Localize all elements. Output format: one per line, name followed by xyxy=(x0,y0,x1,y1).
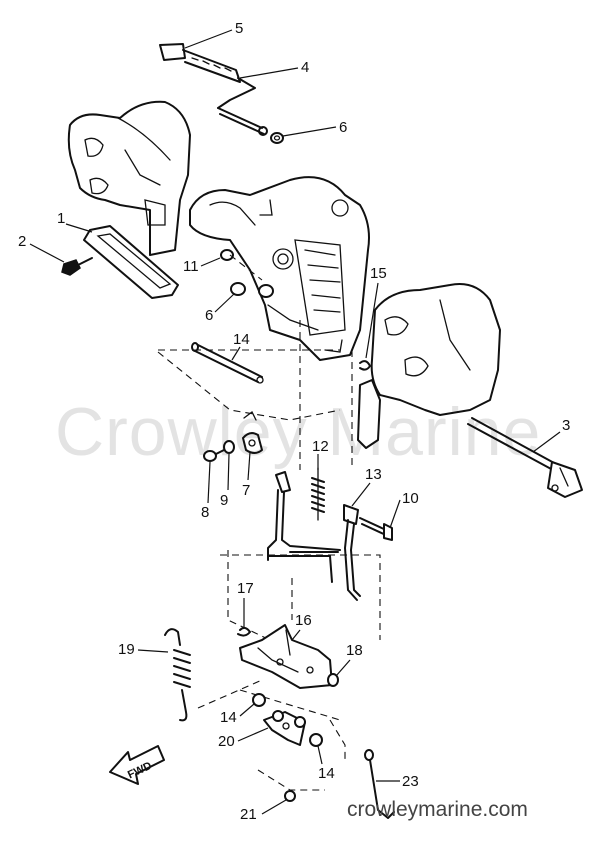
callout-1: 1 xyxy=(57,210,65,227)
callout-14-right-label: 14 xyxy=(318,765,335,782)
right-clamp-bracket xyxy=(357,283,501,449)
clip-16 xyxy=(359,360,371,371)
washer-9 xyxy=(223,440,235,454)
footer-site: crowleymarine.com xyxy=(347,798,528,821)
callout-6-middle: 6 xyxy=(205,307,213,324)
bushing-14-right xyxy=(309,733,323,747)
bolt-10 xyxy=(359,517,393,541)
callout-labels: 5 4 6 1 2 11 6 15 14 3 12 13 10 7 9 8 17 xyxy=(18,20,570,823)
callout-13: 13 xyxy=(365,466,382,483)
shift-bracket-17 xyxy=(239,624,333,689)
tilt-rod-3 xyxy=(467,417,583,498)
callout-15: 14 xyxy=(233,331,250,348)
bushing-11 xyxy=(220,249,234,261)
callout-11: 11 xyxy=(183,258,199,275)
bolt-2 xyxy=(61,257,93,276)
tilt-pin-7 xyxy=(242,411,263,454)
bushing-top xyxy=(270,132,284,144)
alignment-lines xyxy=(157,254,381,791)
bushing-14-left xyxy=(252,693,266,707)
bolt-8 xyxy=(203,449,225,462)
lever-13 xyxy=(343,504,361,601)
callout-23: 23 xyxy=(402,773,419,790)
callout-20: 20 xyxy=(218,733,235,750)
callout-7: 7 xyxy=(242,482,250,499)
callout-4: 4 xyxy=(301,59,309,76)
swivel-bracket xyxy=(189,176,370,361)
callout-9: 9 xyxy=(220,492,228,509)
callout-21: 19 xyxy=(118,641,135,658)
callout-14-left: 14 xyxy=(220,709,237,726)
callout-10: 10 xyxy=(402,490,419,507)
callout-22: 21 xyxy=(240,806,257,823)
callout-12: 12 xyxy=(312,438,329,455)
callout-17: 16 xyxy=(295,612,312,629)
clip-18 xyxy=(237,626,251,637)
shift-shaft xyxy=(267,471,341,583)
link-rod-23 xyxy=(364,749,395,819)
callout-6-top: 6 xyxy=(339,119,347,136)
tilt-lever xyxy=(159,43,268,136)
spring-12 xyxy=(311,467,325,521)
left-clamp-bracket xyxy=(67,100,191,256)
fwd-arrow: FWD xyxy=(109,745,165,785)
cam-20 xyxy=(263,710,306,746)
spring-21 xyxy=(164,628,191,722)
callout-8: 8 xyxy=(201,504,209,521)
fwd-label: FWD xyxy=(126,760,154,781)
callout-16: 15 xyxy=(370,265,387,282)
callout-2: 2 xyxy=(18,233,26,250)
callout-18: 17 xyxy=(237,580,254,597)
callout-3: 3 xyxy=(562,417,570,434)
pin-15 xyxy=(191,342,264,384)
washer-22 xyxy=(284,790,296,802)
washer-19 xyxy=(327,673,339,687)
friction-plate xyxy=(83,225,179,299)
callout-19: 18 xyxy=(346,642,363,659)
bushings-6-middle xyxy=(230,282,274,298)
callout-5: 5 xyxy=(235,20,243,37)
watermark: Crowley Marine xyxy=(55,394,541,470)
